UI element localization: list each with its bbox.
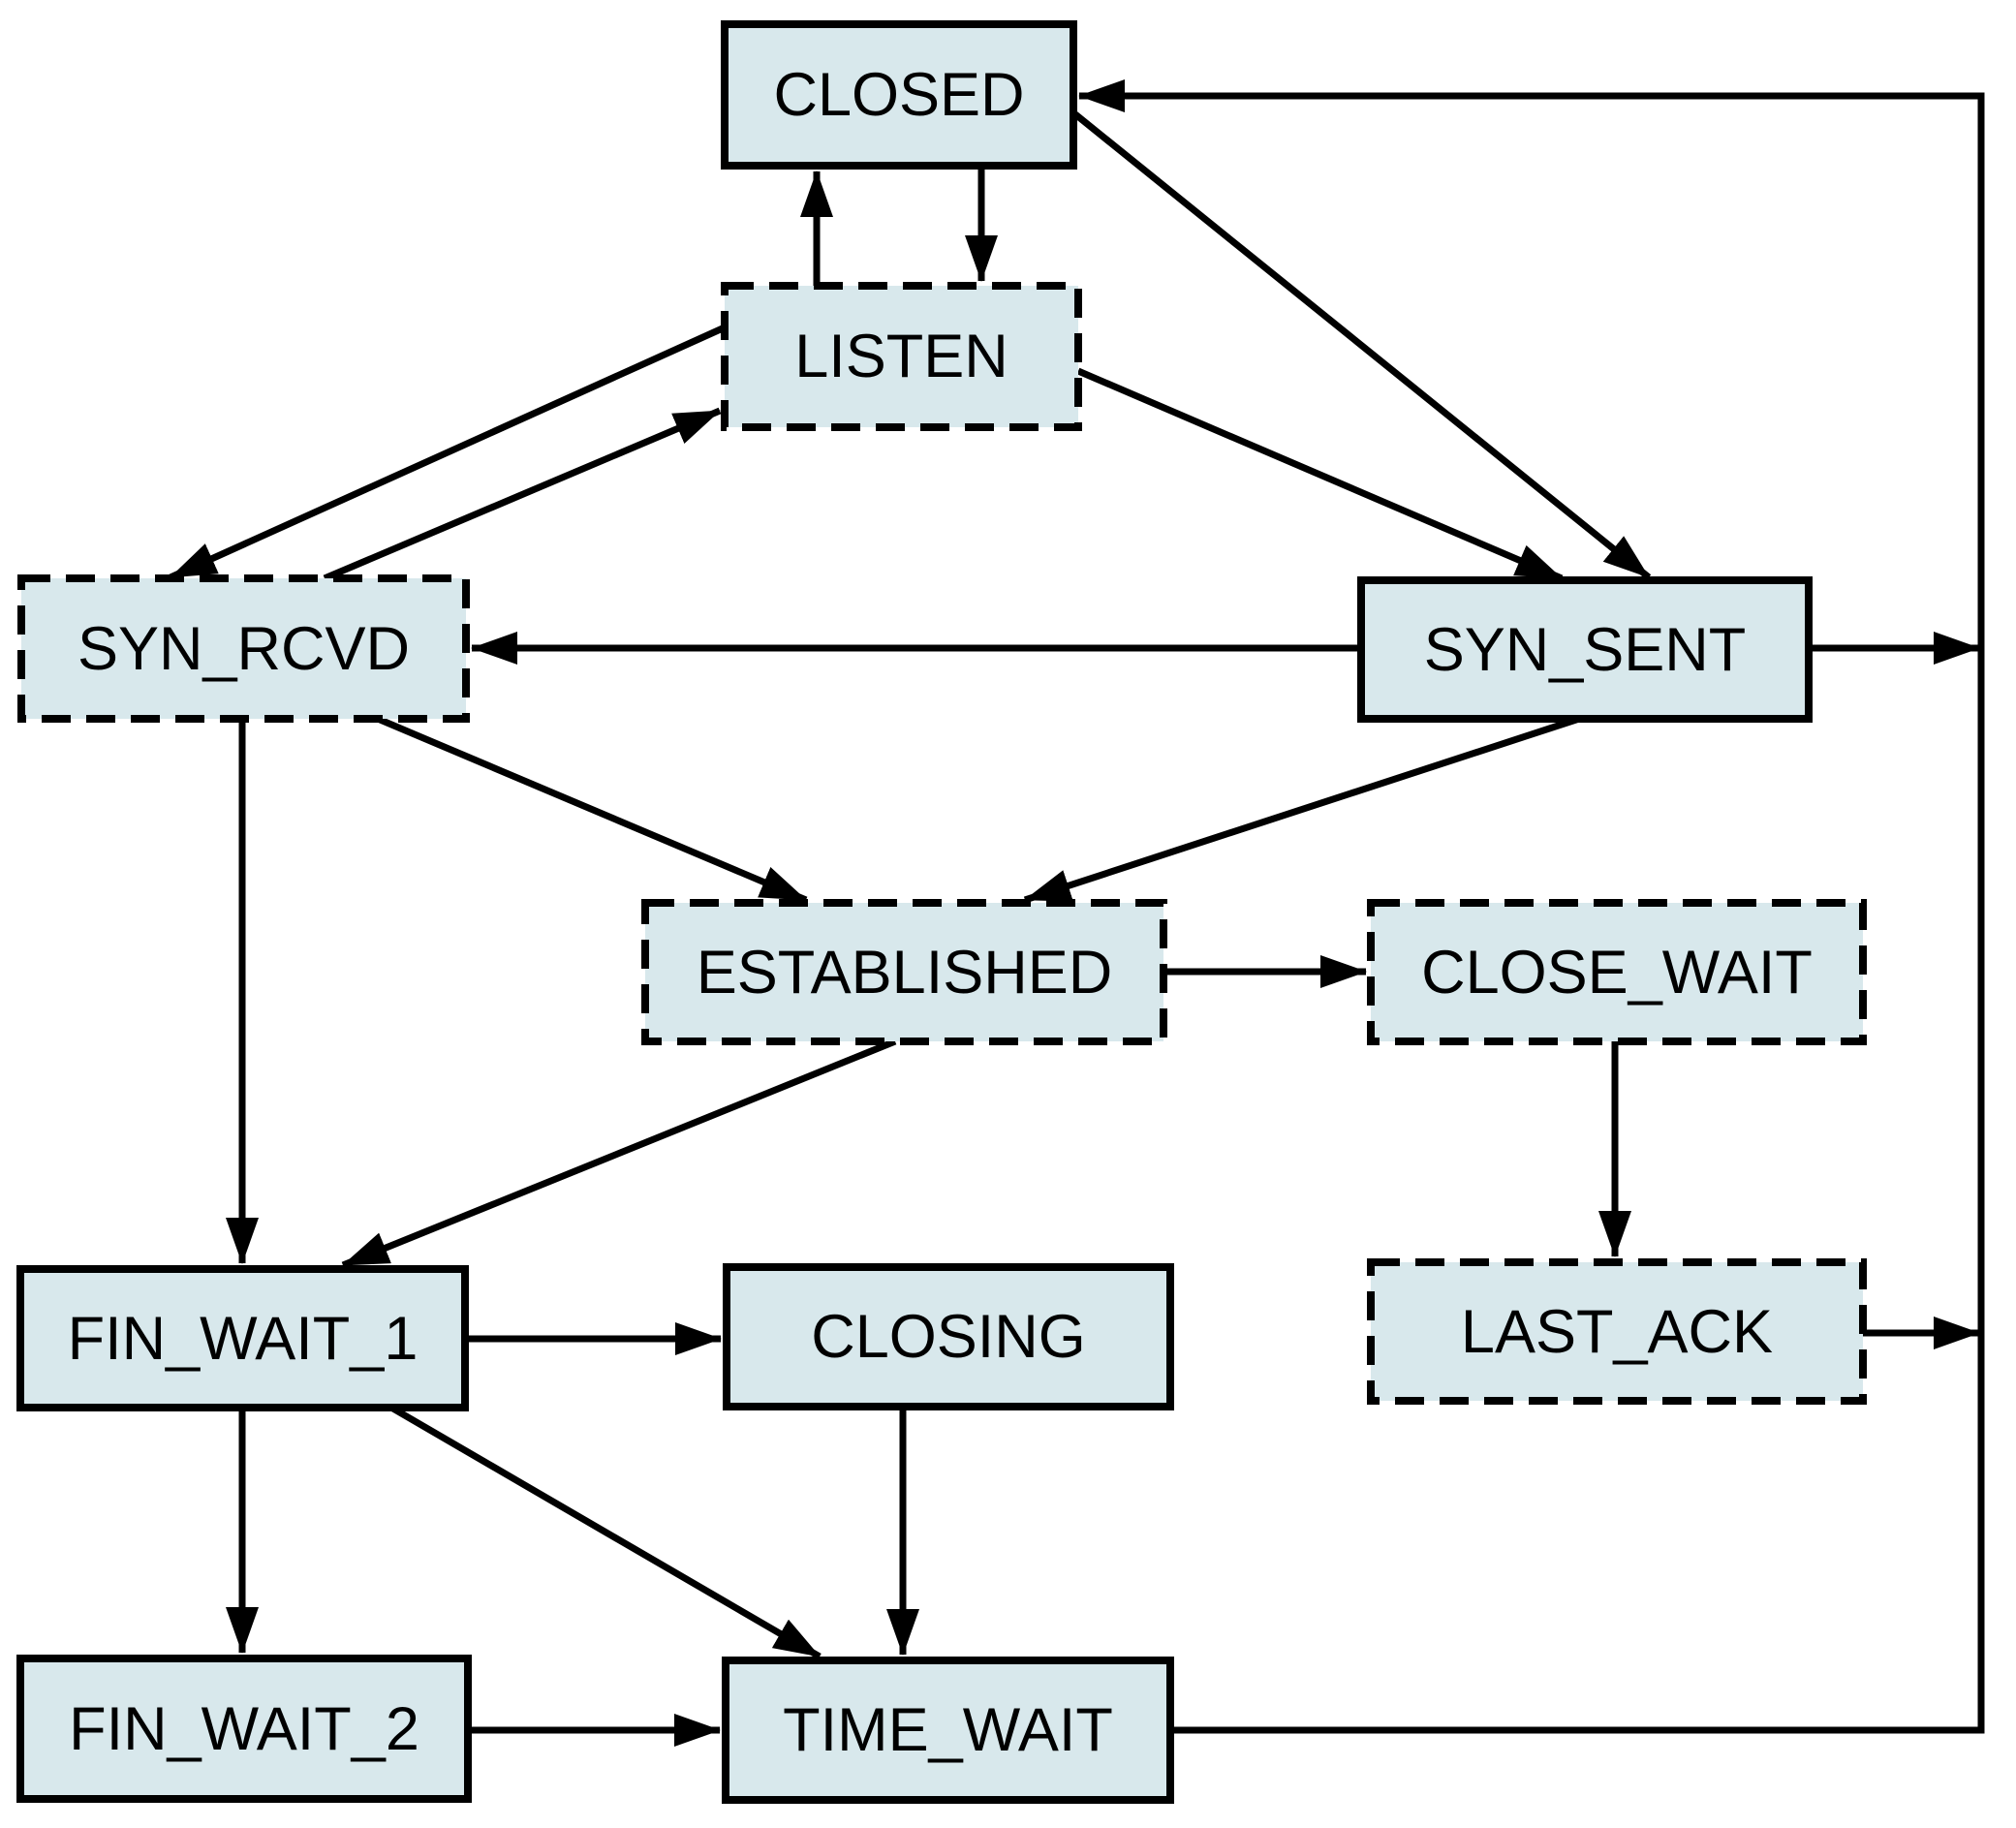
state-box-fin-wait-1 — [16, 1265, 469, 1411]
edge-syn-rcvd-to-listen — [323, 407, 722, 582]
state-box-close-wait — [1367, 899, 1867, 1045]
edge-listen-to-syn-rcvd — [169, 324, 727, 581]
state-box-closed — [721, 20, 1077, 170]
state-box-closing — [723, 1263, 1174, 1410]
state-box-established — [641, 899, 1167, 1045]
edge-established-to-fin-wait-1 — [341, 1038, 897, 1269]
edge-syn-rcvd-to-established — [376, 715, 808, 904]
state-box-time-wait — [722, 1657, 1174, 1804]
state-box-listen — [721, 282, 1082, 431]
state-box-fin-wait-2 — [16, 1655, 472, 1803]
state-box-syn-rcvd — [17, 574, 470, 723]
edge-syn-sent-to-established — [1023, 715, 1581, 904]
edge-time-wait-to-closed-right-rail — [1078, 79, 1985, 1734]
state-box-syn-sent — [1357, 576, 1813, 723]
state-box-last-ack — [1367, 1258, 1867, 1405]
edge-fin-wait-1-to-time-wait — [389, 1404, 822, 1660]
edge-closed-to-syn-sent — [1072, 111, 1652, 580]
edge-listen-to-syn-sent — [1076, 367, 1564, 582]
